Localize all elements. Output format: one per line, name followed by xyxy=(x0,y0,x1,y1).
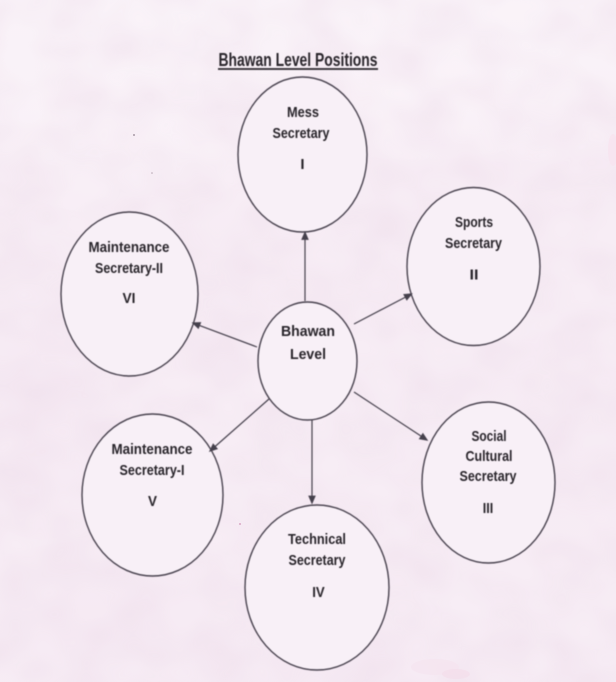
svg-text:Level: Level xyxy=(290,346,326,363)
svg-text:Maintenance: Maintenance xyxy=(89,239,170,256)
svg-text:I: I xyxy=(300,156,304,173)
svg-text:III: III xyxy=(483,500,494,517)
svg-text:Secretary: Secretary xyxy=(273,125,331,142)
svg-text:Secretary-II: Secretary-II xyxy=(95,260,163,277)
svg-text:II: II xyxy=(470,267,479,284)
svg-text:Bhawan: Bhawan xyxy=(281,323,335,340)
svg-text:Mess: Mess xyxy=(287,104,319,121)
svg-text:Social: Social xyxy=(472,428,507,445)
svg-text:Maintenance: Maintenance xyxy=(112,441,193,458)
svg-text:Technical: Technical xyxy=(288,531,346,548)
svg-text:Secretary-I: Secretary-I xyxy=(120,462,185,479)
svg-text:Secretary: Secretary xyxy=(289,552,347,569)
svg-text:IV: IV xyxy=(312,584,325,601)
svg-text:Sports: Sports xyxy=(455,214,493,231)
svg-text:V: V xyxy=(148,493,157,510)
svg-text:Secretary: Secretary xyxy=(460,468,518,485)
svg-text:Secretary: Secretary xyxy=(445,235,503,252)
svg-text:Bhawan Level Positions: Bhawan Level Positions xyxy=(219,50,378,70)
svg-text:VI: VI xyxy=(123,290,136,307)
svg-text:Cultural: Cultural xyxy=(466,448,513,465)
